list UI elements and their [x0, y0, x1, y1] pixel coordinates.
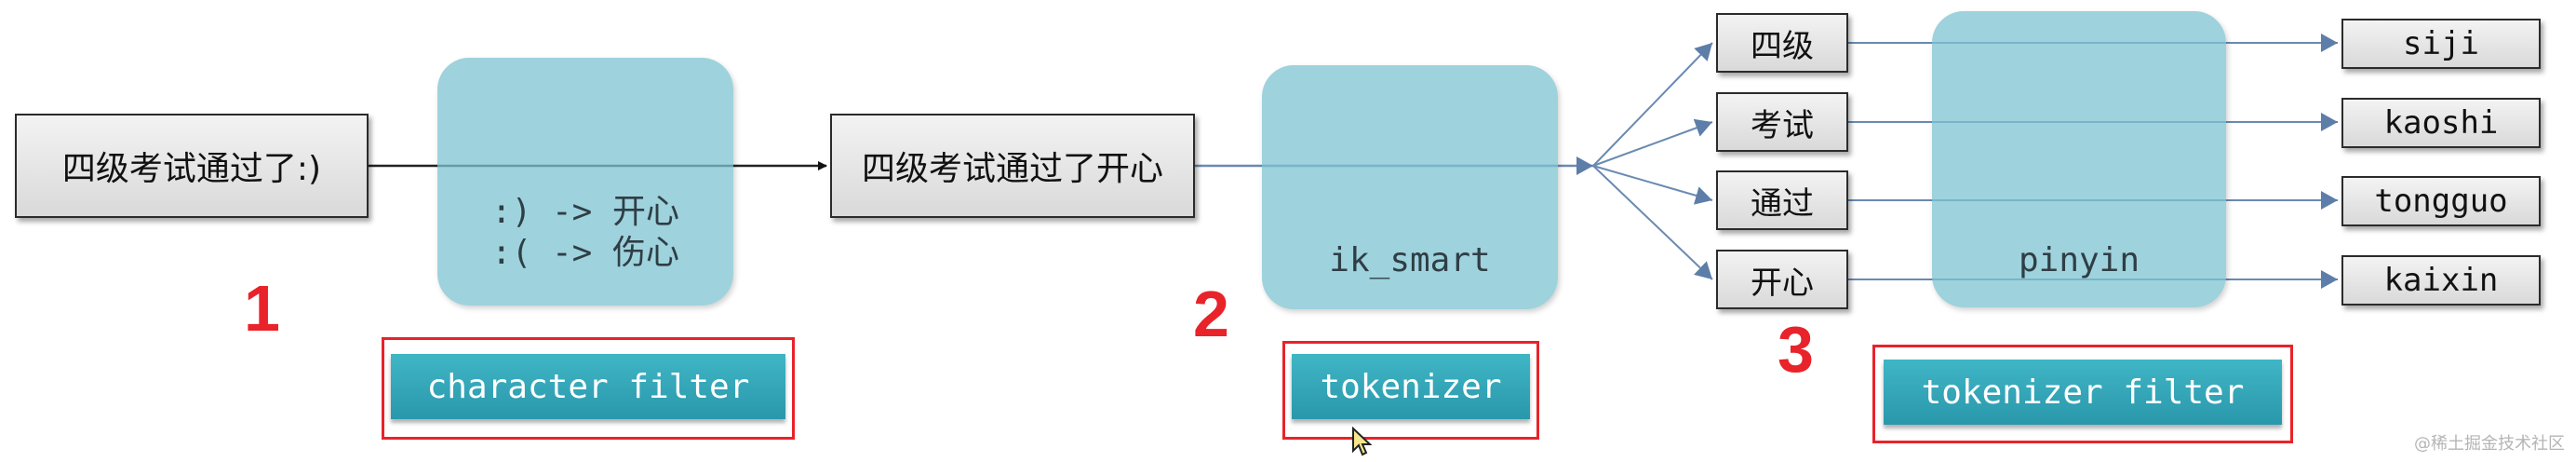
output-3: tongguo	[2374, 183, 2508, 220]
output-box-1: siji	[2341, 19, 2541, 69]
token-box-2: 考试	[1716, 92, 1848, 152]
char-filter-rule-1: :) -> 开心	[490, 193, 680, 231]
tokenizer-name: ik_smart	[1329, 241, 1491, 279]
character-filter-label: character filter	[391, 354, 785, 419]
pinyin-filter-block: pinyin	[1932, 11, 2226, 307]
token-3: 通过	[1751, 184, 1814, 223]
token-1: 四级	[1751, 27, 1814, 65]
input-text: 四级考试通过了:)	[61, 150, 322, 188]
token-box-4: 开心	[1716, 250, 1848, 309]
token-box-3: 通过	[1716, 170, 1848, 230]
step-number-2: 2	[1193, 278, 1229, 350]
arrow-to-token-1	[1592, 42, 1713, 167]
token-2: 考试	[1751, 106, 1814, 144]
output-box-3: tongguo	[2341, 176, 2541, 226]
tokenizer-block: ik_smart	[1262, 65, 1558, 309]
step-number-1: 1	[244, 272, 280, 345]
filtered-text: 四级考试通过了开心	[861, 150, 1163, 188]
output-2: kaoshi	[2383, 104, 2499, 142]
char-filter-rule-2: :( -> 伤心	[490, 234, 680, 272]
tokenizer-label: tokenizer	[1292, 354, 1530, 419]
output-1: siji	[2403, 25, 2479, 62]
step-number-3: 3	[1778, 313, 1814, 386]
input-text-box: 四级考试通过了:)	[15, 114, 369, 218]
token-4: 开心	[1751, 264, 1814, 302]
tokenizer-filter-label: tokenizer filter	[1884, 360, 2282, 425]
mouse-cursor-icon	[1352, 427, 1373, 456]
filtered-text-box: 四级考试通过了开心	[830, 114, 1195, 218]
arrow-to-token-2	[1592, 118, 1713, 167]
pinyin-filter-name: pinyin	[2018, 241, 2140, 279]
arrow-to-token-4	[1592, 165, 1713, 280]
watermark: @稀土掘金技术社区	[2414, 434, 2565, 454]
output-box-4: kaixin	[2341, 255, 2541, 306]
output-4: kaixin	[2383, 262, 2499, 299]
arrow-to-token-3	[1592, 165, 1713, 205]
token-box-1: 四级	[1716, 13, 1848, 73]
character-filter-block: :) -> 开心 :( -> 伤心	[437, 58, 733, 306]
output-box-2: kaoshi	[2341, 98, 2541, 148]
